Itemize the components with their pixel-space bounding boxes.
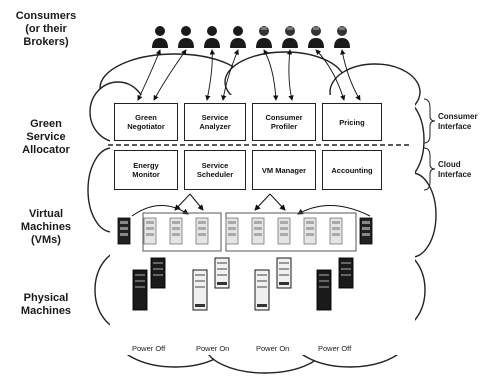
consumer-allocator-arrow — [286, 49, 294, 101]
consumer-allocator-arrow — [205, 49, 216, 101]
consumer-icons — [152, 26, 350, 48]
vm-manager-box: VM Manager — [252, 150, 316, 190]
consumer-person-icon — [334, 26, 350, 48]
physical-server-icon — [150, 257, 166, 289]
virtual-machine-icon — [359, 217, 373, 245]
physical-server-icon — [254, 269, 270, 311]
virtual-machine-icon — [329, 217, 343, 245]
consumer-allocator-arrow — [340, 49, 361, 101]
consumer-person-icon — [152, 26, 168, 48]
virtual-machine-icon — [169, 217, 183, 245]
virtual-machine-icon — [303, 217, 317, 245]
virtual-machine-icon — [117, 217, 131, 245]
pm-state-label-3: Power On — [256, 344, 290, 353]
pricing-box: Pricing — [322, 103, 382, 141]
virtual-machine-icon — [277, 217, 291, 245]
consumer-person-icon — [308, 26, 324, 48]
consumer-arrows — [137, 49, 361, 101]
physical-machines-label: Physical Machines — [20, 292, 72, 317]
vm-icons — [117, 217, 373, 245]
physical-server-icon — [192, 269, 208, 311]
green-negotiator-box: Green Negotiator — [114, 103, 178, 141]
consumer-person-icon — [256, 26, 272, 48]
cloud-interface-brace — [423, 147, 436, 191]
consumer-person-icon — [282, 26, 298, 48]
virtual-machine-icon — [251, 217, 265, 245]
physical-server-icon — [214, 257, 230, 289]
consumer-person-icon — [178, 26, 194, 48]
consumers-label: Consumers (or their Brokers) — [15, 10, 77, 48]
consumer-person-icon — [204, 26, 220, 48]
pm-state-label-2: Power On — [196, 344, 230, 353]
virtual-machine-icon — [143, 217, 157, 245]
virtual-machine-icon — [225, 217, 239, 245]
physical-server-icon — [276, 257, 292, 289]
service-scheduler-box: Service Scheduler — [184, 150, 246, 190]
physical-server-icon — [132, 269, 148, 311]
consumer-allocator-arrow — [263, 49, 279, 101]
allocator-vm-arrows — [131, 193, 371, 217]
green-service-allocator-label: Green Service Allocator — [22, 118, 70, 156]
physical-server-icon — [338, 257, 354, 289]
consumer-person-icon — [230, 26, 246, 48]
service-analyzer-box: Service Analyzer — [184, 103, 246, 141]
consumer-allocator-arrow — [221, 49, 239, 101]
virtual-machines-label: Virtual Machines (VMs) — [20, 208, 72, 246]
virtual-machine-icon — [195, 217, 209, 245]
physical-server-icon — [316, 269, 332, 311]
physical-machine-icons — [132, 257, 354, 311]
consumer-allocator-arrow — [153, 49, 187, 101]
pm-state-label-4: Power Off — [318, 344, 352, 353]
consumer-profiler-box: Consumer Profiler — [252, 103, 316, 141]
accounting-box: Accounting — [322, 150, 382, 190]
pm-state-label-1: Power Off — [132, 344, 166, 353]
consumer-interface-label: Consumer Interface — [438, 112, 478, 131]
cloud-interface-label: Cloud Interface — [438, 160, 472, 179]
energy-monitor-box: Energy Monitor — [114, 150, 178, 190]
consumer-interface-brace — [423, 98, 436, 144]
